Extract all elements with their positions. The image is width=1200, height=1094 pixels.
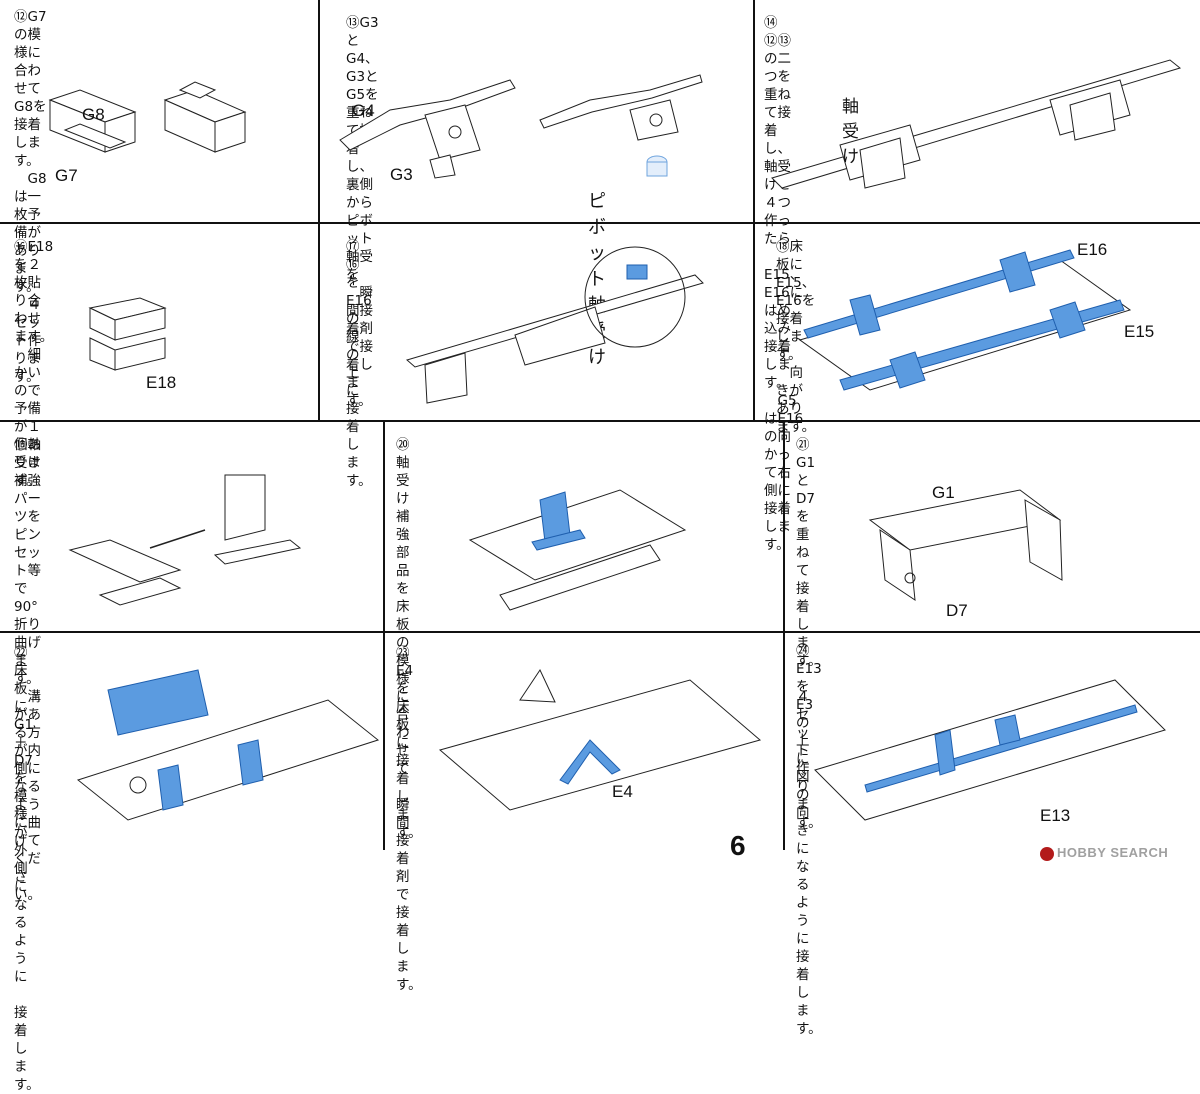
row-divider [0,631,1200,633]
step-12-figure [48,81,247,153]
label-g4: G4 [352,101,375,120]
col-divider [783,420,785,850]
label-e4: E4 [612,782,633,801]
label-g7: G7 [55,166,78,185]
label-e15: E15 [1124,322,1155,341]
step-17-text: ⑰ ⑯をE16の線の上に接着します。 [346,239,372,489]
step-21-text: ㉑G1とD7を重ねて接着します。 ４セット作ります。 [796,437,822,831]
label-g1: G1 [932,483,955,502]
step-14-figure [771,59,1182,189]
label-bearing: 軸受け [842,97,859,167]
step-24-figure [814,679,1166,821]
label-e16: E16 [1077,240,1108,259]
step-18-text: ⑱床板にE15、E16を接着します。 向きがあります。 [776,239,816,435]
step-13-figure [339,74,703,179]
instruction-grid [0,0,1200,850]
step-17-figure [405,246,704,404]
label-e18: E18 [146,373,177,392]
step-16-text: ⑯E18を２枚貼り合わせます。 細かいので予備が１個あります。 [14,239,54,489]
step-19-text: ⑲軸受け補強パーツをピンセット等で90°折り曲げます。 溝がある方が内側になるよ… [14,437,41,903]
watermark-text: HOBBY SEARCH [1057,845,1169,860]
step-23-text: ㉓E4を床板に接着します。 [396,645,422,841]
step-20-figure [468,489,687,611]
step-16-figure [88,297,167,371]
step-22-figure [76,669,380,821]
watermark: HOBBY SEARCH [1040,845,1168,861]
label-d7: D7 [946,601,968,620]
step-22-text: ㉒床板にG1＋D7を模様が外側になるように 接着します。 [14,645,40,1093]
step-23-figure [438,668,762,811]
label-g8: G8 [82,105,105,124]
col-divider [318,0,320,420]
step-21-figure [868,489,1063,602]
label-g3: G3 [390,165,413,184]
col-divider [383,420,385,850]
row-divider [0,222,1200,224]
row-divider [0,420,1200,422]
step-18-figure [798,249,1132,391]
hobby-search-logo-icon [1040,846,1054,861]
step-14-text: ⑭ ⑫⑬の二つを重ねて接着し、軸受けを４つ作ったら E15、E16にはめ込み接着… [764,15,804,553]
page-number: 6 [730,830,746,861]
step-12-text: ⑫G7の模様に合わせてG8を接着します。 G8は一枚予備があります。 ４セット作… [14,9,47,385]
col-divider [753,0,755,420]
label-e13: E13 [1040,806,1071,825]
step-19-figure [68,474,302,606]
